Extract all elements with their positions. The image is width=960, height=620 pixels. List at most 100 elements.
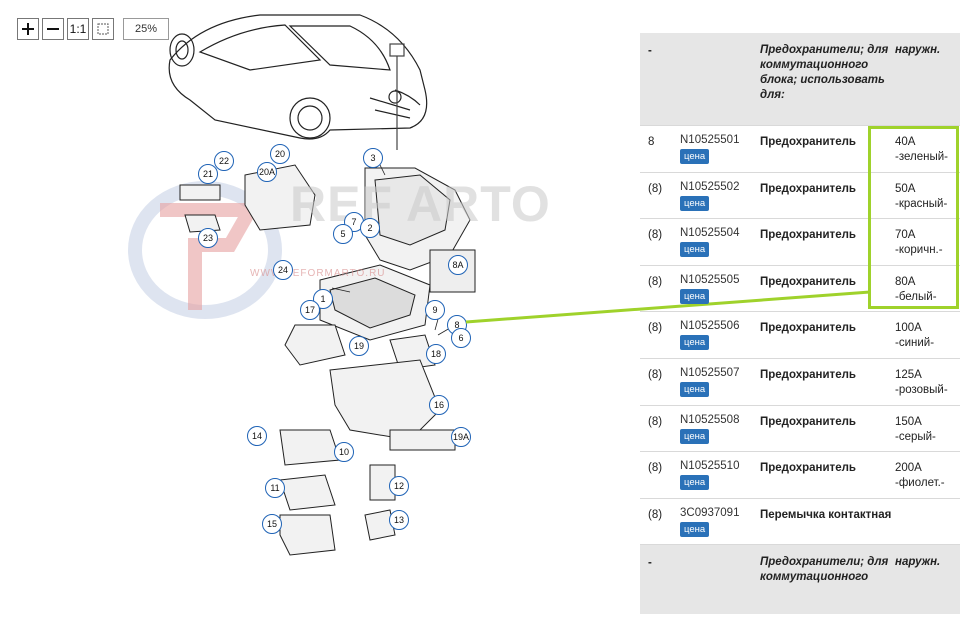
row-spec: 40A -зеленый- [895,136,948,163]
fit-icon [97,23,109,35]
row-spec: 100A -синий- [895,322,935,350]
table-row: (8) N10525505 цена Предохранитель 80A -белый… [640,264,960,312]
callout-20[interactable]: 20 [270,144,290,164]
row-pos: (8) [648,182,663,195]
row-pos: (8) [648,415,663,428]
row-spec: 200A -фиолет.- [895,462,945,490]
viewer-toolbar: 1:1 25% [17,18,169,40]
callout-24[interactable]: 24 [273,260,293,280]
row-spec: 80A -белый- [895,275,937,303]
exploded-view-drawing [128,14,476,556]
part-number[interactable]: 3C0937091 [680,506,740,519]
watermark-logo: REF ARTO [290,176,551,232]
callout-17[interactable]: 19A [451,427,471,447]
footer-pos: - [648,557,652,570]
row-part: N10525501 цена [680,126,760,172]
row-part: N10525502 цена [680,173,760,219]
row-pos: (8) [648,368,663,381]
part-number[interactable]: N10525502 [680,180,740,193]
watermark-url: WWW.REFORMARTO.RU [250,268,386,279]
row-part: N10525506 цена [680,312,760,358]
row-name: Предохранитель [760,229,856,242]
minus-icon [47,28,59,30]
row-name: Предохранитель [760,368,856,381]
row-pos: (8) [648,508,663,521]
parts-diagram[interactable]: REF ARTO WWW.REFORMARTO.RU 3 20 20A 22 2… [120,10,640,610]
highlight-box [868,126,959,309]
part-number[interactable]: N10525510 [680,460,740,473]
callout-3[interactable]: 3 [363,148,383,168]
price-button[interactable]: цена [680,381,710,397]
callout-19[interactable]: 12 [389,476,409,496]
callout-15[interactable]: 17 [300,300,320,320]
row-name: Предохранитель [760,322,856,335]
callout-10[interactable]: 10 [334,442,354,462]
callout-2[interactable]: 2 [360,218,380,238]
callout-11[interactable]: 11 [265,478,285,498]
header-desc: Предохранители; для коммутационного блок… [760,44,889,101]
table-header-row: - Предохранители; для коммутационного бл… [640,33,960,125]
header-part [680,33,760,125]
row-pos: (8) [648,462,663,475]
callout-19a[interactable]: 13 [389,510,409,530]
price-button[interactable]: цена [680,242,710,258]
footer-desc: Предохранители; для коммутационного [760,556,889,584]
actual-size-button[interactable]: 1:1 [67,18,89,40]
row-name: Предохранитель [760,275,856,288]
table-row: (8) N10525510 цена Предохранитель 200A -фиол… [640,451,960,498]
row-pos: 8 [648,136,655,148]
price-button[interactable]: цена [680,288,710,304]
row-name: Предохранитель [760,136,856,148]
row-part: N10525508 цена [680,406,760,452]
price-button[interactable]: цена [680,195,710,211]
footer-note: наружн. [895,556,941,569]
fit-to-window-button[interactable] [92,18,114,40]
row-name: Предохранитель [760,182,856,195]
callout-18[interactable]: 19 [349,336,369,356]
price-button[interactable]: цена [680,521,710,537]
header-note: наружн. [895,44,941,56]
price-button[interactable]: цена [680,475,710,491]
part-number[interactable]: N10525501 [680,134,740,146]
row-part: N10525507 цена [680,359,760,405]
row-pos: (8) [648,275,663,288]
zoom-out-button[interactable] [42,18,64,40]
row-spec: 70A -коричн.- [895,229,943,257]
callout-14[interactable]: 16 [429,395,449,415]
price-button[interactable]: цена [680,335,710,351]
callout-23[interactable]: 23 [198,228,218,248]
row-name: Предохранитель [760,415,856,428]
callout-22[interactable]: 22 [214,151,234,171]
zoom-in-button[interactable] [17,18,39,40]
header-pos: - [648,45,652,57]
row-part: N10525504 цена [680,219,760,265]
row-spec [895,499,960,545]
callout-8a[interactable]: 8A [448,255,468,275]
row-spec: 150A -серый- [895,415,936,443]
part-number[interactable]: N10525507 [680,366,740,379]
car-illustration [168,14,428,150]
callout-9[interactable]: 9 [425,300,445,320]
row-name: Предохранитель [760,462,856,475]
price-button[interactable]: цена [680,149,710,164]
parts-table: - Предохранители; для коммутационного бл… [640,33,960,620]
table-row: (8) N10525508 цена Предохранитель 150A -серы… [640,404,960,452]
part-number[interactable]: N10525505 [680,273,740,286]
callout-21[interactable]: 21 [198,164,218,184]
callout-12[interactable]: 14 [247,426,267,446]
callout-6[interactable]: 6 [451,328,471,348]
price-button[interactable]: цена [680,428,710,444]
part-number[interactable]: N10525504 [680,227,740,240]
callout-13[interactable]: 15 [262,514,282,534]
callout-5[interactable]: 5 [333,224,353,244]
callout-16[interactable]: 18 [426,344,446,364]
part-number[interactable]: N10525508 [680,413,740,426]
table-footer-row: - Предохранители; для коммутационного на… [640,544,960,615]
part-number[interactable]: N10525506 [680,320,740,333]
callout-20a[interactable]: 20A [257,162,277,182]
row-spec: 50A -красный- [895,182,948,210]
